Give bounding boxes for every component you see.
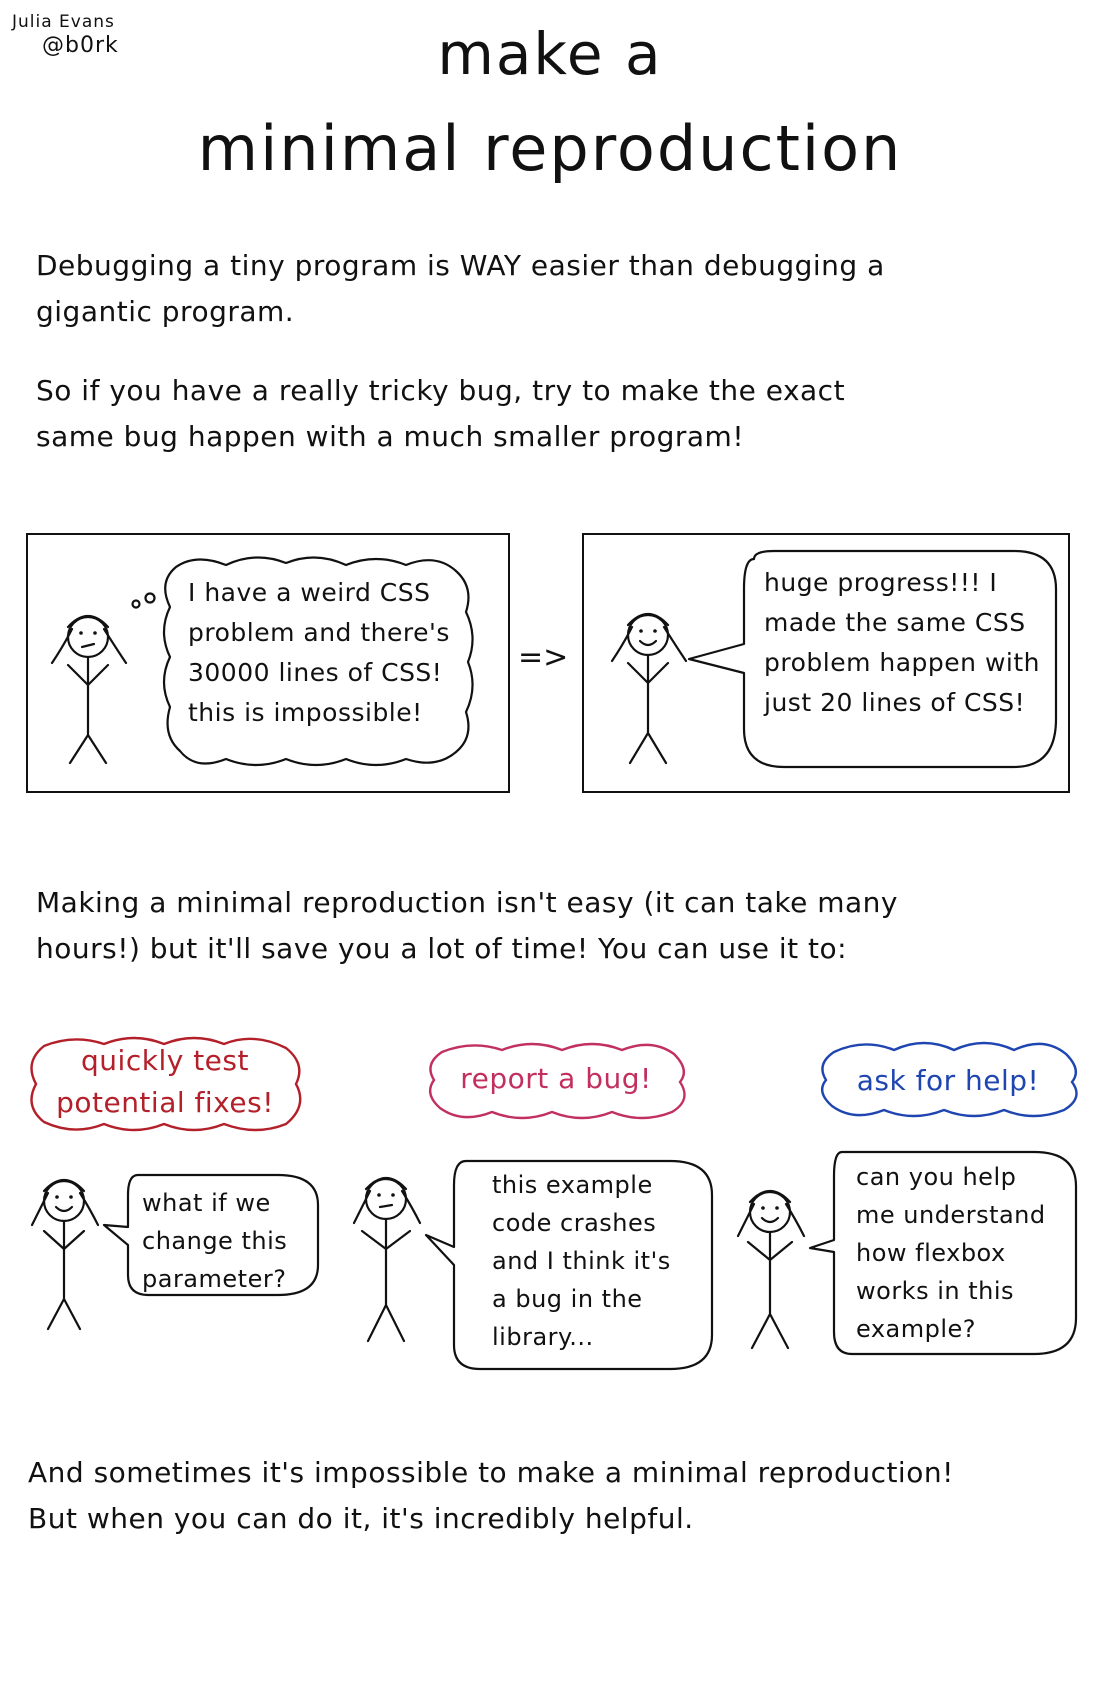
use1-scene: [30, 1173, 320, 1331]
author-signature: Julia Evans @b0rk: [12, 10, 119, 58]
intro-paragraph-1: Debugging a tiny program is WAY easier t…: [36, 249, 885, 328]
speech-text: huge progress!!! I made the same CSS pro…: [764, 568, 1041, 717]
use2-scene: [352, 1159, 714, 1371]
label-quick-test: quickly test potential fixes!: [56, 1044, 274, 1119]
use1-speech: what if we change this parameter?: [142, 1189, 288, 1293]
arrow-icon: =>: [518, 640, 569, 675]
use3-speech: can you help me understand how flexbox w…: [856, 1163, 1046, 1343]
use2-speech: this example code crashes and I think it…: [492, 1171, 671, 1351]
label-ask-help: ask for help!: [856, 1064, 1040, 1097]
closing-paragraph: And sometimes it's impossible to make a …: [28, 1456, 954, 1535]
label-cloud-blue: [820, 1041, 1078, 1118]
middle-paragraph: Making a minimal reproduction isn't easy…: [36, 886, 898, 965]
page-title-line2: minimal reproduction: [197, 112, 903, 185]
comic-panel-before: I have a weird CSS problem and there's 3…: [26, 533, 510, 793]
author-handle: @b0rk: [42, 33, 119, 58]
author-name: Julia Evans: [12, 12, 115, 32]
intro-paragraph-2: So if you have a really tricky bug, try …: [36, 374, 846, 453]
thought-text: I have a weird CSS problem and there's 3…: [188, 578, 450, 727]
comic-panel-after: huge progress!!! I made the same CSS pro…: [582, 533, 1070, 793]
label-report-bug: report a bug!: [460, 1062, 652, 1095]
label-cloud-red: [30, 1036, 302, 1132]
speech-bubble: [687, 549, 1058, 769]
stick-figure-worried: [50, 592, 156, 765]
stick-figure-happy: [610, 612, 688, 765]
label-cloud-pink: [428, 1042, 686, 1120]
use3-scene: [736, 1150, 1078, 1356]
page-title-line1: make a: [437, 20, 663, 88]
thought-cloud: [162, 556, 474, 767]
